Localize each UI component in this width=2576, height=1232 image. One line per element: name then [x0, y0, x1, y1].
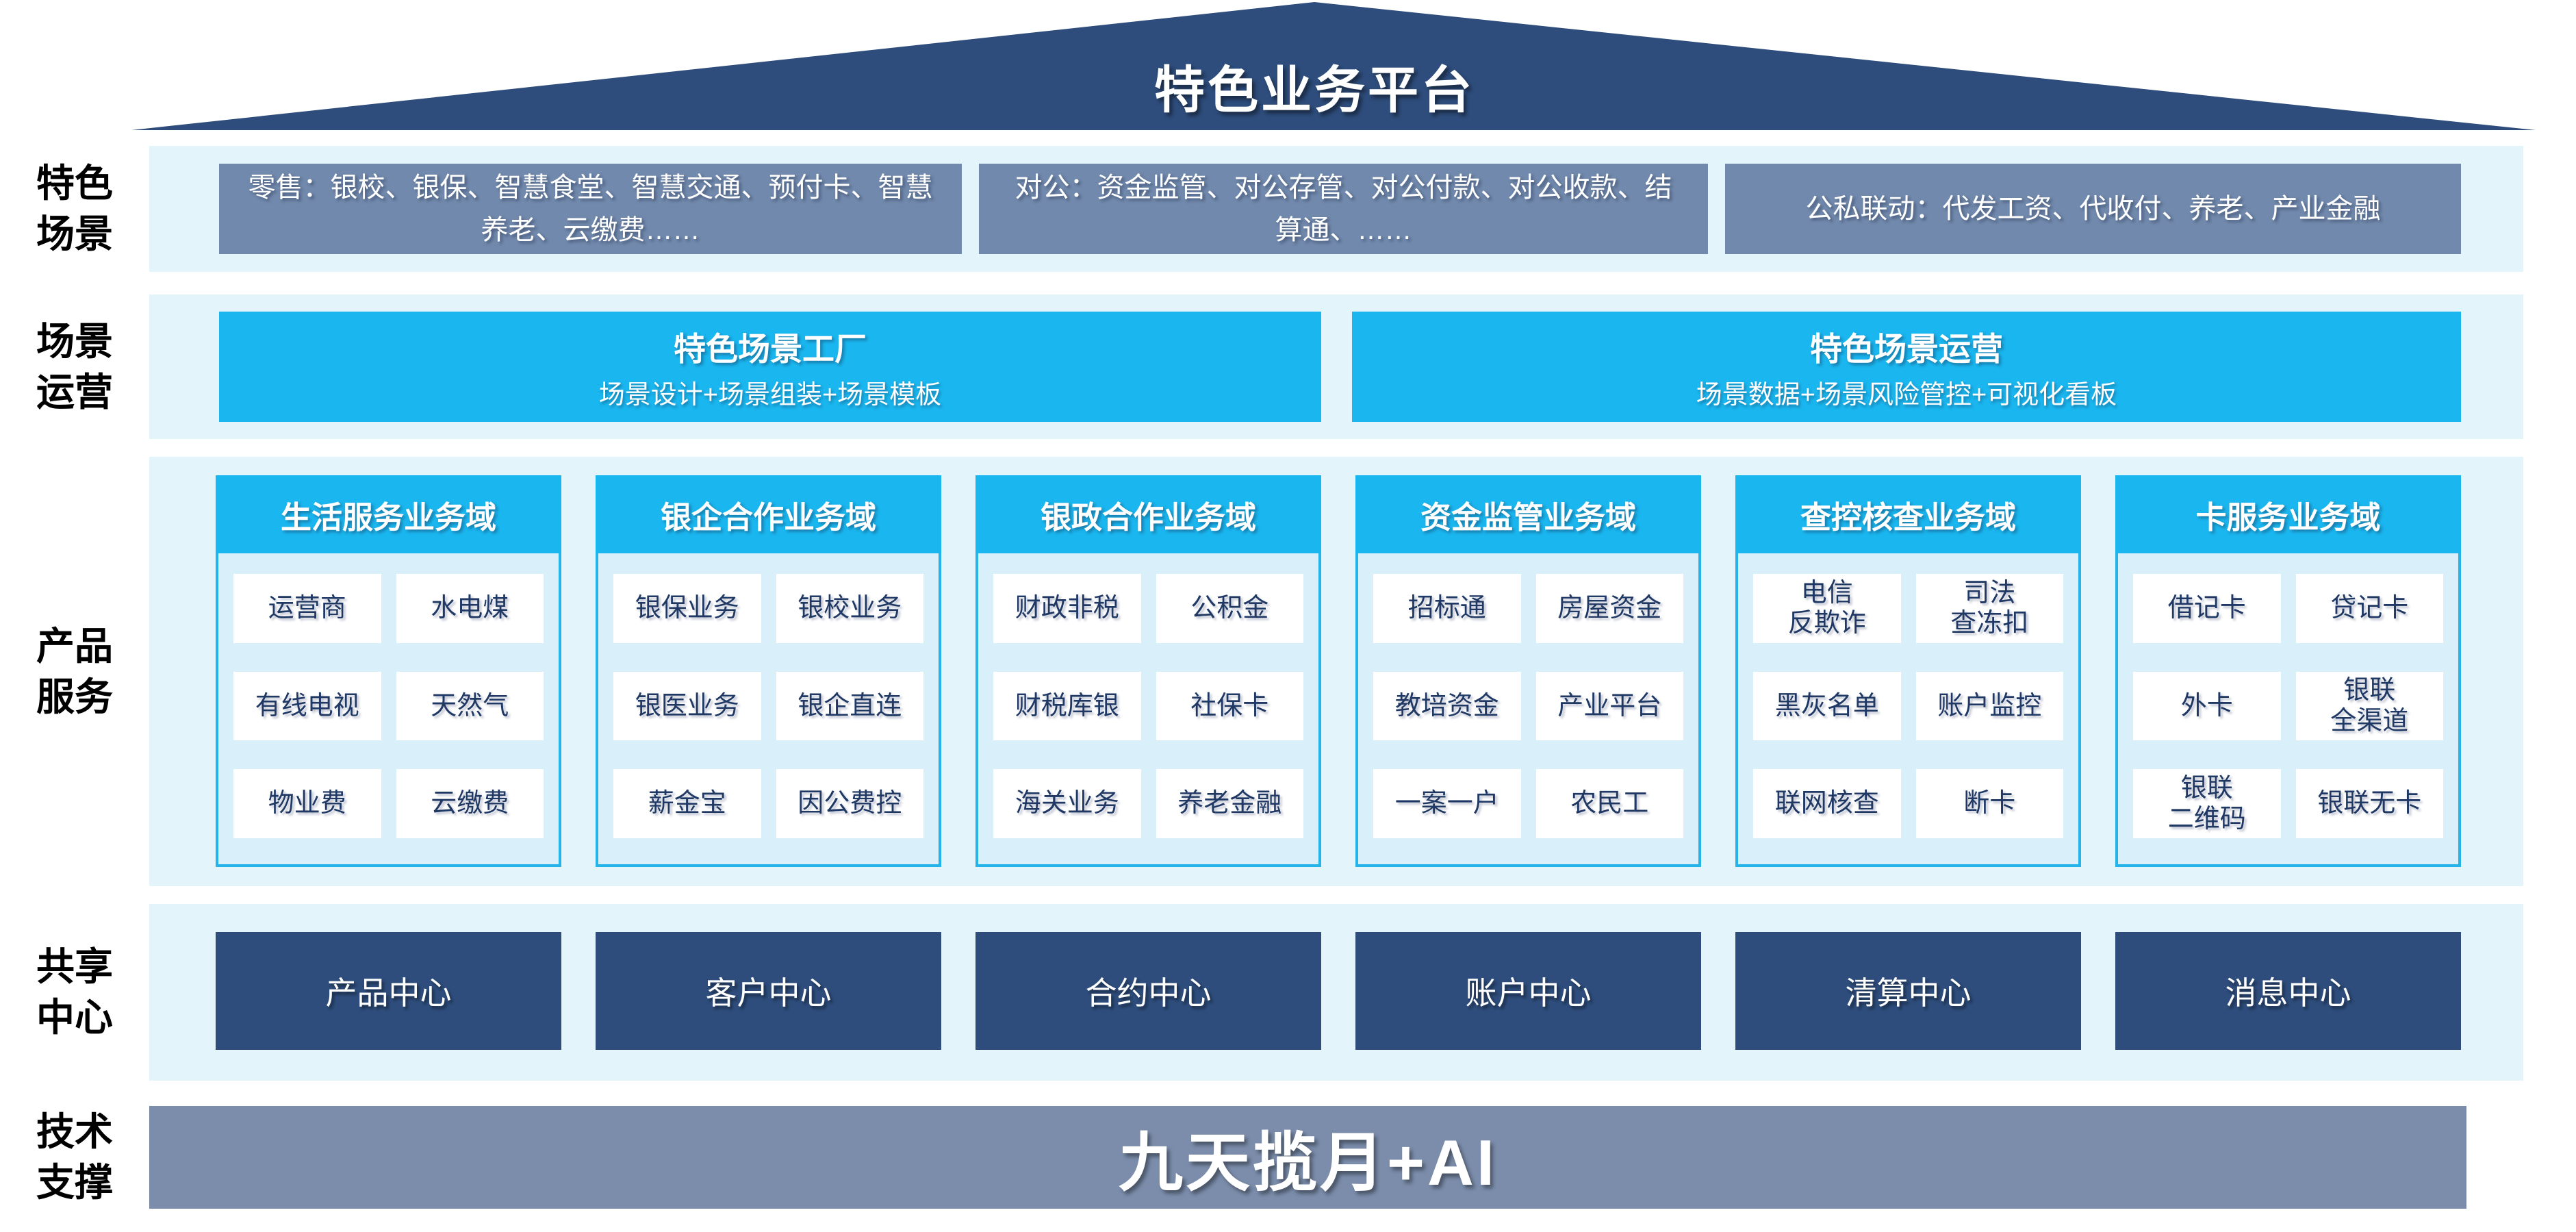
product-column-header: 生活服务业务域	[216, 475, 561, 553]
product-column-header: 卡服务业务域	[2115, 475, 2461, 553]
scene-box-linkage: 公私联动：代发工资、代收付、养老、产业金融	[1725, 164, 2461, 254]
tech-support-box: 九天揽月+AI	[149, 1106, 2466, 1209]
row-label-centers: 共享 中心	[36, 945, 113, 1039]
ops-box-title: 特色场景运营	[1810, 330, 2003, 367]
product-column-body: 银保业务 银校业务 银医业务 银企直连 薪金宝 因公费控	[598, 553, 939, 859]
center-box-account: 账户中心	[1355, 932, 1701, 1050]
product-cell: 银联无卡	[2295, 769, 2443, 838]
product-cell: 银联 二维码	[2133, 769, 2281, 838]
ops-box-scene-operation: 特色场景运营 场景数据+场景风险管控+可视化看板	[1352, 312, 2461, 422]
product-cell: 薪金宝	[613, 769, 761, 838]
product-cell: 因公费控	[776, 769, 923, 838]
product-column-inquiry-control: 查控核查业务域 电信 反欺诈 司法 查冻扣 黑灰名单 账户监控 联网核查 断卡	[1735, 475, 2081, 867]
product-column-body: 运营商 水电煤 有线电视 天然气 物业费 云缴费	[218, 553, 559, 859]
center-box-contract: 合约中心	[975, 932, 1321, 1050]
scene-box-retail: 零售：银校、银保、智慧食堂、智慧交通、预付卡、智慧养老、云缴费……	[219, 164, 962, 254]
product-cell: 断卡	[1915, 769, 2063, 838]
product-column-header: 查控核查业务域	[1735, 475, 2081, 553]
product-cell: 物业费	[233, 769, 381, 838]
product-column-card-services: 卡服务业务域 借记卡 贷记卡 外卡 银联 全渠道 银联 二维码 银联无卡	[2115, 475, 2461, 867]
row-label-products: 产品 服务	[36, 624, 113, 718]
center-box-product: 产品中心	[216, 932, 561, 1050]
row-label-operations: 场景 运营	[36, 319, 113, 414]
ops-box-subtitle: 场景设计+场景组装+场景模板	[598, 381, 942, 410]
product-cell: 产业平台	[1535, 671, 1683, 741]
product-column-body: 电信 反欺诈 司法 查冻扣 黑灰名单 账户监控 联网核查 断卡	[1738, 553, 2078, 859]
product-cell: 黑灰名单	[1753, 671, 1901, 741]
product-cell: 账户监控	[1915, 671, 2063, 741]
product-cell: 司法 查冻扣	[1915, 574, 2063, 643]
row-label-tech: 技术 支撑	[36, 1110, 113, 1204]
product-cell: 外卡	[2133, 671, 2281, 741]
product-cell: 云缴费	[396, 769, 544, 838]
product-cell: 银保业务	[613, 574, 761, 643]
center-box-clearing: 清算中心	[1735, 932, 2081, 1050]
ops-box-title: 特色场景工厂	[674, 330, 867, 367]
roof-triangle	[131, 2, 2536, 130]
product-column-header: 银企合作业务域	[596, 475, 941, 553]
product-cell: 海关业务	[993, 769, 1141, 838]
product-cell: 农民工	[1535, 769, 1683, 838]
product-cell: 联网核查	[1753, 769, 1901, 838]
product-cell: 社保卡	[1156, 671, 1303, 741]
product-cell: 水电煤	[396, 574, 544, 643]
center-box-customer: 客户中心	[596, 932, 941, 1050]
product-cell: 银医业务	[613, 671, 761, 741]
product-cell: 运营商	[233, 574, 381, 643]
product-column-body: 财政非税 公积金 财税库银 社保卡 海关业务 养老金融	[978, 553, 1318, 859]
product-column-header: 资金监管业务域	[1355, 475, 1701, 553]
product-column-body: 借记卡 贷记卡 外卡 银联 全渠道 银联 二维码 银联无卡	[2118, 553, 2458, 859]
product-cell: 贷记卡	[2295, 574, 2443, 643]
product-cell: 财税库银	[993, 671, 1141, 741]
product-cell: 一案一户	[1373, 769, 1521, 838]
product-cell: 招标通	[1373, 574, 1521, 643]
product-column-body: 招标通 房屋资金 教培资金 产业平台 一案一户 农民工	[1358, 553, 1698, 859]
product-cell: 养老金融	[1156, 769, 1303, 838]
scene-box-corporate: 对公：资金监管、对公存管、对公付款、对公收款、结算通、……	[979, 164, 1708, 254]
product-cell: 有线电视	[233, 671, 381, 741]
product-cell: 银联 全渠道	[2295, 671, 2443, 741]
product-column-bank-government: 银政合作业务域 财政非税 公积金 财税库银 社保卡 海关业务 养老金融	[975, 475, 1321, 867]
product-cell: 财政非税	[993, 574, 1141, 643]
product-cell: 公积金	[1156, 574, 1303, 643]
product-cell: 银企直连	[776, 671, 923, 741]
product-cell: 天然气	[396, 671, 544, 741]
product-cell: 教培资金	[1373, 671, 1521, 741]
product-cell: 借记卡	[2133, 574, 2281, 643]
product-cell: 房屋资金	[1535, 574, 1683, 643]
product-column-fund-supervision: 资金监管业务域 招标通 房屋资金 教培资金 产业平台 一案一户 农民工	[1355, 475, 1701, 867]
product-column-bank-enterprise: 银企合作业务域 银保业务 银校业务 银医业务 银企直连 薪金宝 因公费控	[596, 475, 941, 867]
product-column-life-services: 生活服务业务域 运营商 水电煤 有线电视 天然气 物业费 云缴费	[216, 475, 561, 867]
product-column-header: 银政合作业务域	[975, 475, 1321, 553]
page-title: 特色业务平台	[1154, 62, 1475, 118]
product-cell: 电信 反欺诈	[1753, 574, 1901, 643]
row-label-scenes: 特色 场景	[36, 162, 113, 255]
ops-box-scene-factory: 特色场景工厂 场景设计+场景组装+场景模板	[219, 312, 1321, 422]
center-box-message: 消息中心	[2115, 932, 2461, 1050]
ops-box-subtitle: 场景数据+场景风险管控+可视化看板	[1696, 381, 2117, 410]
product-cell: 银校业务	[776, 574, 923, 643]
